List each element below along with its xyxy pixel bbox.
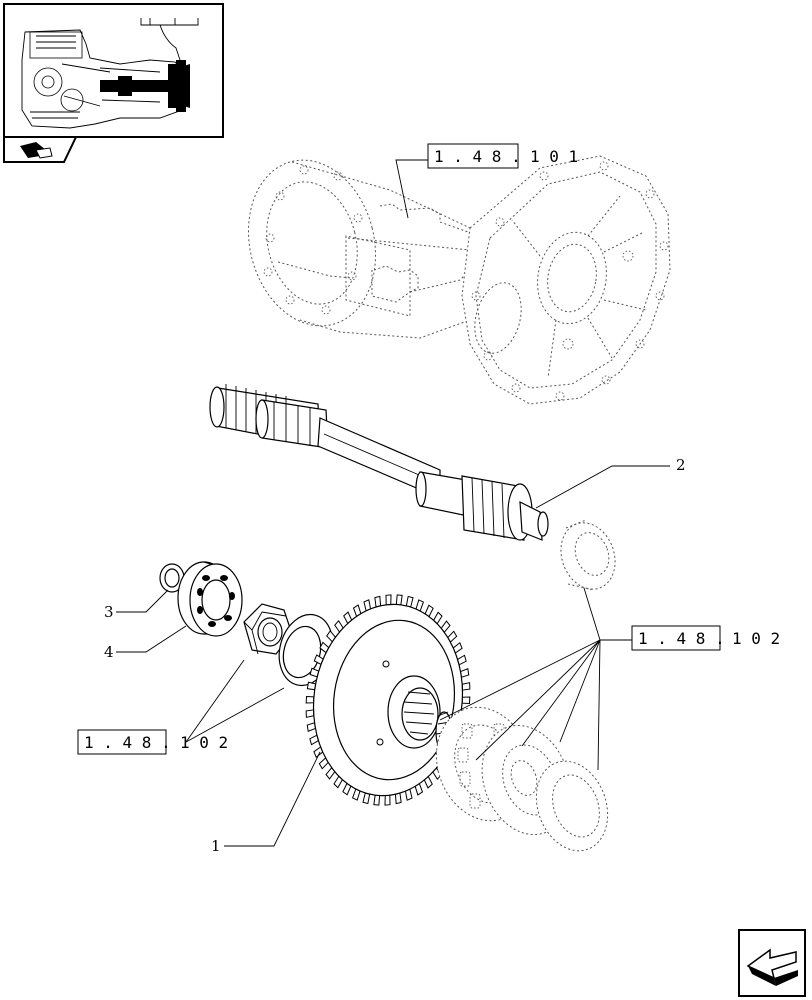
housing-outline xyxy=(248,155,671,405)
svg-text:1 . 4 8 .: 1 . 4 8 . xyxy=(434,147,521,166)
assembly-thumbnail-icon[interactable] xyxy=(3,3,224,138)
svg-text:1 0 1: 1 0 1 xyxy=(530,147,578,166)
ref-bearing-right[interactable]: 1 . 4 8 . 1 0 2 xyxy=(631,625,780,651)
bearing-dashed-lower xyxy=(435,706,609,852)
gear-tooth xyxy=(395,594,403,606)
gear-tooth xyxy=(373,794,381,806)
bearing[interactable] xyxy=(177,561,243,637)
leader-lines xyxy=(116,159,670,847)
gear-tooth xyxy=(461,696,471,704)
gear-tooth xyxy=(461,682,471,691)
gear-tooth xyxy=(305,709,315,718)
svg-text:1 . 4 8 .: 1 . 4 8 . xyxy=(84,733,171,752)
bearing-dashed-upper xyxy=(560,519,616,591)
section-marker-icon[interactable] xyxy=(3,136,78,163)
gear-tooth xyxy=(362,792,371,805)
gear-tooth xyxy=(405,595,414,608)
ring[interactable] xyxy=(159,563,185,593)
svg-text:1 0 2: 1 0 2 xyxy=(180,733,228,752)
ref-left[interactable]: 1 . 4 8 . 1 0 2 xyxy=(77,729,228,755)
part-number-1: 1 xyxy=(211,837,221,855)
nut[interactable] xyxy=(243,603,293,655)
part-number-labels: 2 3 4 1 xyxy=(104,456,686,855)
part-number-4: 4 xyxy=(104,643,114,661)
gear[interactable] xyxy=(301,594,474,806)
next-page-arrow-icon[interactable] xyxy=(738,929,806,997)
part-number-2: 2 xyxy=(676,456,686,474)
part-number-3: 3 xyxy=(104,603,114,621)
svg-text:1 0 2: 1 0 2 xyxy=(732,629,780,648)
gear-tooth xyxy=(385,594,392,606)
shaft[interactable] xyxy=(209,384,549,541)
gear-tooth xyxy=(305,696,315,704)
svg-text:1 . 4 8 .: 1 . 4 8 . xyxy=(638,629,725,648)
gear-tooth xyxy=(384,794,391,806)
ref-housing[interactable]: 1 . 4 8 . 1 0 1 xyxy=(427,143,578,169)
